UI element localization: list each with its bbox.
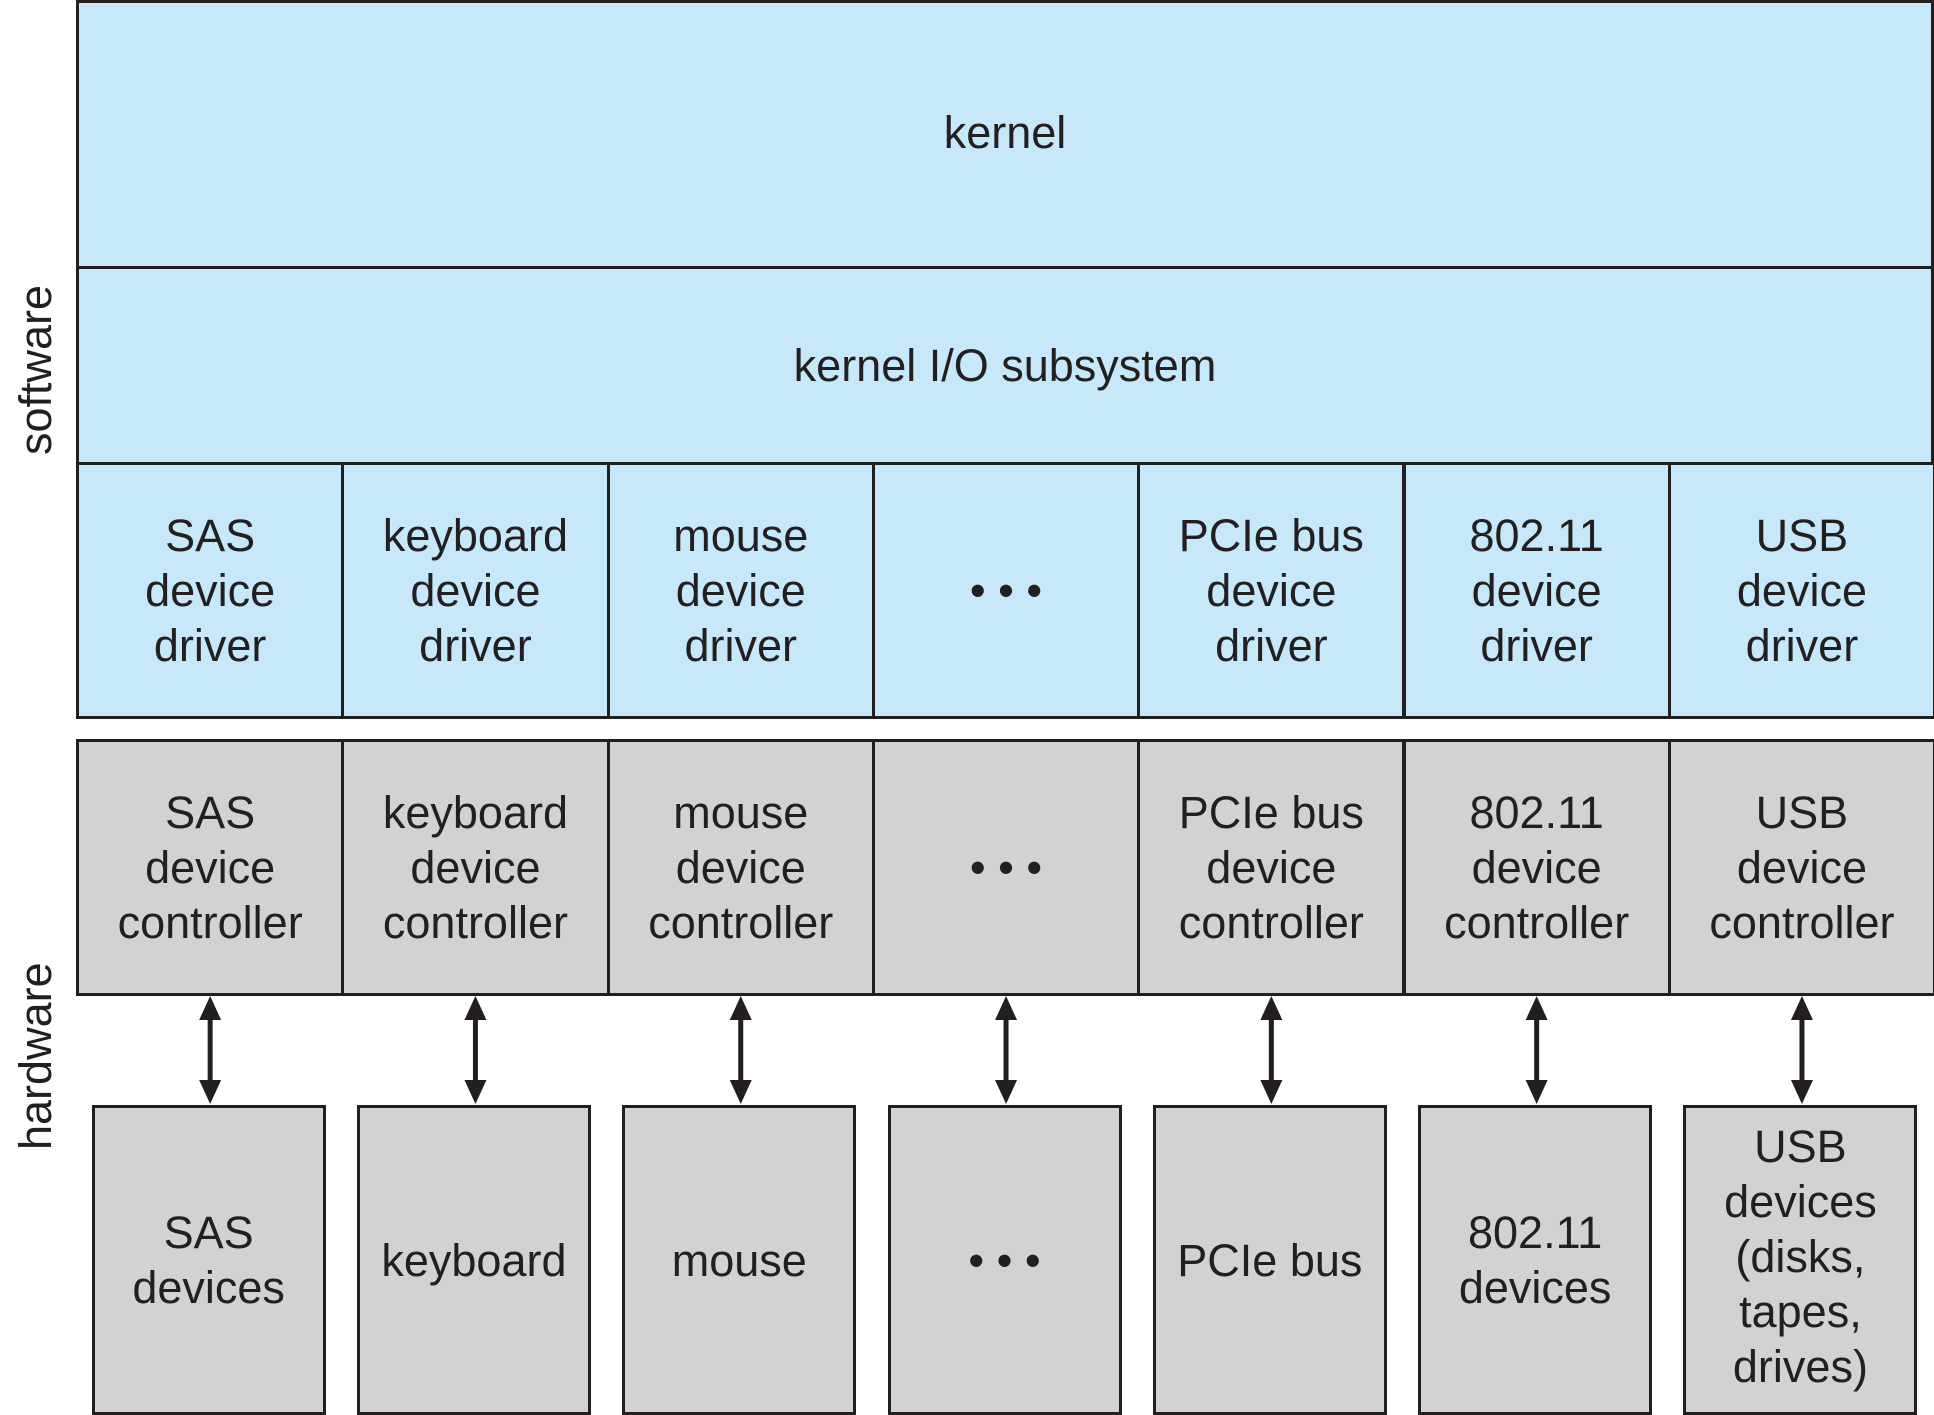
device-2: mouse <box>622 1105 857 1415</box>
device-driver-label: 802.11 device driver <box>1469 510 1604 671</box>
device-controller-4: PCIe bus device controller <box>1137 739 1406 996</box>
device-controller-label: keyboard device controller <box>382 787 568 948</box>
device-label: SAS devices <box>132 1207 285 1313</box>
device-label: keyboard <box>381 1234 567 1286</box>
bidirectional-arrow-icon <box>995 996 1018 1104</box>
device-controller-1: keyboard device controller <box>341 739 610 996</box>
bidirectional-arrow-icon <box>1525 996 1548 1104</box>
device-controller-0: SAS device controller <box>76 739 345 996</box>
device-controller-label: 802.11 device controller <box>1444 787 1630 948</box>
device-driver-2: mouse device driver <box>606 462 875 719</box>
bidirectional-arrow-icon <box>729 996 752 1104</box>
device-driver-label: USB device driver <box>1736 510 1867 671</box>
device-controller-label: mouse device controller <box>648 787 834 948</box>
bidirectional-arrow-icon <box>1790 996 1813 1104</box>
device-label: mouse <box>671 1234 807 1286</box>
device-controller-2: mouse device controller <box>606 739 875 996</box>
device-controller-label: • • • <box>969 842 1043 893</box>
device-driver-1: keyboard device driver <box>341 462 610 719</box>
device-driver-label: mouse device driver <box>673 510 809 671</box>
device-6: USB devices (disks, tapes, drives) <box>1683 1105 1918 1415</box>
device-driver-label: SAS device driver <box>145 510 276 671</box>
device-label: 802.11 devices <box>1458 1207 1612 1313</box>
bidirectional-arrow-icon <box>464 996 487 1104</box>
device-driver-label: PCIe bus device driver <box>1178 510 1364 671</box>
device-controller-6: USB device controller <box>1667 739 1934 996</box>
device-driver-4: PCIe bus device driver <box>1137 462 1406 719</box>
device-label: • • • <box>968 1234 1041 1286</box>
device-controller-label: PCIe bus device controller <box>1178 787 1364 948</box>
device-controller-label: SAS device controller <box>117 787 303 948</box>
device-driver-5: 802.11 device driver <box>1402 462 1671 719</box>
device-driver-0: SAS device driver <box>76 462 345 719</box>
bidirectional-arrow-icon <box>1260 996 1283 1104</box>
device-label: PCIe bus <box>1177 1234 1363 1286</box>
bidirectional-arrow-icon <box>199 996 222 1104</box>
device-label: USB devices (disks, tapes, drives) <box>1724 1120 1877 1392</box>
kernel-label: kernel <box>943 107 1067 158</box>
device-4: PCIe bus <box>1152 1105 1387 1415</box>
kernel-layer: kernel <box>76 0 1934 269</box>
device-controller-3: • • • <box>871 739 1141 996</box>
device-0: SAS devices <box>91 1105 326 1415</box>
device-driver-label: • • • <box>969 565 1043 616</box>
device-1: keyboard <box>356 1105 591 1415</box>
kernel-io-subsystem-label: kernel I/O subsystem <box>793 340 1217 391</box>
device-controller-label: USB device controller <box>1709 787 1895 948</box>
device-driver-label: keyboard device driver <box>382 510 568 671</box>
